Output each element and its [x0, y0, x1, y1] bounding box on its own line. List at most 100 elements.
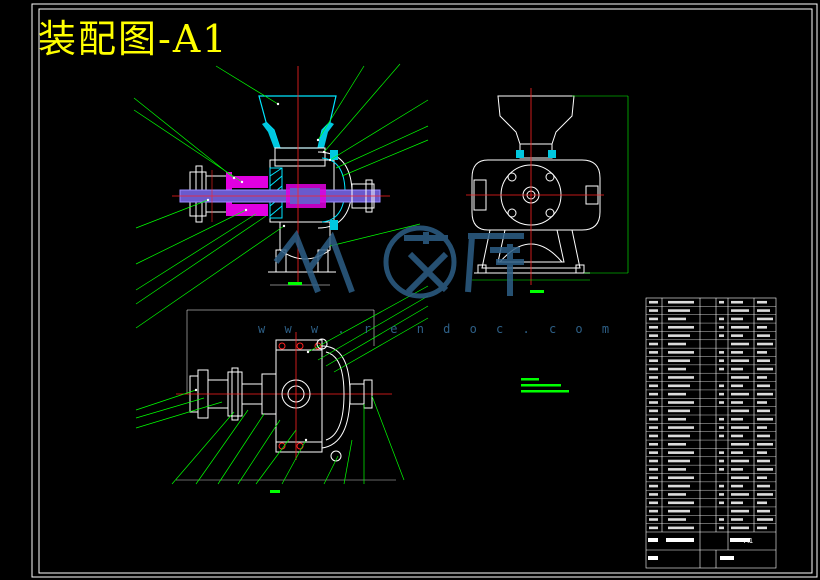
bom-cell-mark [649, 317, 658, 321]
bom-cell-mark [731, 426, 749, 429]
bom-cell-mark [668, 509, 690, 513]
bom-cell-mark [731, 334, 743, 337]
bom-cell-mark [649, 334, 658, 337]
bom-cell-mark [731, 300, 743, 304]
bom-cell-mark [757, 342, 773, 346]
bom-cell-mark [668, 401, 694, 404]
bom-cell-mark [719, 359, 724, 363]
bom-cell-mark [757, 384, 770, 388]
bom-cell-mark [731, 376, 749, 379]
bom-cell-mark [757, 359, 770, 363]
bom-table [645, 297, 777, 569]
title-block-label: A1 [744, 537, 753, 545]
bom-cell-mark [731, 384, 743, 388]
bom-cell-mark [757, 518, 773, 521]
bom-cell-mark [731, 442, 749, 446]
bom-cell-mark [757, 409, 770, 413]
bom-cell-mark [757, 501, 767, 505]
bom-cell-mark [649, 417, 658, 421]
bom-cell-mark [757, 451, 767, 454]
bom-cell-mark [649, 342, 658, 346]
bom-cell-mark [731, 417, 743, 421]
bom-cell-mark [719, 317, 724, 321]
bom-cell-mark [757, 351, 767, 354]
leader-lines [133, 63, 429, 485]
bom-cell-mark [719, 459, 724, 463]
bom-cell-mark [731, 459, 749, 463]
bom-cell-mark [649, 501, 658, 505]
bom-cell-mark [731, 367, 743, 371]
bom-cell-mark [731, 325, 749, 329]
bom-cell-mark [668, 434, 690, 438]
bom-cell-mark [731, 476, 749, 480]
bom-cell-mark [719, 526, 724, 530]
leader-dots [194, 102, 332, 442]
bom-cell-mark [649, 526, 658, 530]
bom-cell-mark [757, 442, 773, 446]
bom-cell-mark [731, 351, 743, 354]
bom-cell-mark [668, 351, 694, 354]
bom-cell-mark [757, 401, 767, 404]
bom-cell-mark [757, 484, 770, 488]
bom-cell-mark [649, 309, 658, 312]
bom-cell-mark [668, 300, 694, 304]
bom-cell-mark [757, 493, 773, 496]
bom-cell-mark [668, 384, 690, 388]
bom-cell-mark [719, 384, 724, 388]
bom-cell-mark [649, 509, 658, 513]
bom-cell-mark [668, 526, 694, 530]
bom-cell-mark [649, 392, 658, 396]
bom-cell-mark [719, 493, 724, 496]
bom-cell-mark [719, 401, 724, 404]
bom-cell-mark [731, 409, 749, 413]
bom-cell-mark [668, 409, 690, 413]
bom-cell-mark [668, 342, 686, 346]
front-section-view [172, 66, 390, 286]
bom-cell-mark [668, 501, 694, 505]
bom-cell-mark [649, 409, 658, 413]
watermark-url: w w w . r e n d o c . c o m [258, 322, 616, 336]
bom-cell-mark [649, 484, 658, 488]
bom-cell-mark [757, 526, 767, 530]
bom-cell-mark [731, 468, 743, 471]
bom-cell-mark [719, 484, 724, 488]
bom-cell-mark [668, 376, 694, 379]
bom-cell-mark [649, 442, 658, 446]
bom-cell-mark [757, 417, 773, 421]
watermark-logo [273, 225, 524, 299]
bom-cell-mark [731, 509, 749, 513]
bom-cell-mark [668, 334, 690, 337]
bom-cell-mark [719, 518, 724, 521]
bom-cell-mark [649, 300, 658, 304]
bom-cell-mark [757, 392, 773, 396]
bom-cell-mark [731, 501, 743, 505]
bom-cell-mark [668, 442, 686, 446]
bom-cell-mark [757, 376, 767, 379]
inner-border [38, 8, 813, 574]
bom-cell-mark [719, 501, 724, 505]
bom-cell-mark [649, 451, 658, 454]
bom-cell-mark [668, 484, 690, 488]
bom-cell-mark [757, 334, 770, 337]
bom-cell-mark [731, 434, 743, 438]
bom-cell-mark [757, 300, 767, 304]
bom-cell-mark [757, 509, 770, 513]
bom-cell-mark [668, 392, 686, 396]
bom-cell-mark [719, 451, 724, 454]
bom-cell-mark [719, 392, 724, 396]
bom-cell-mark [649, 459, 658, 463]
bom-cell-mark [649, 426, 658, 429]
bom-cell-mark [668, 476, 694, 480]
bom-cell-mark [649, 476, 658, 480]
bom-cell-mark [668, 518, 686, 521]
bom-cell-mark [719, 468, 724, 471]
bom-cell-mark [668, 359, 690, 363]
bom-cell-mark [719, 351, 724, 354]
bom-cell-mark [719, 434, 724, 438]
bom-cell-mark [668, 417, 686, 421]
bom-cell-mark [649, 384, 658, 388]
bom-cell-mark [719, 417, 724, 421]
bom-cell-mark [668, 459, 690, 463]
bom-cell-mark [731, 342, 749, 346]
